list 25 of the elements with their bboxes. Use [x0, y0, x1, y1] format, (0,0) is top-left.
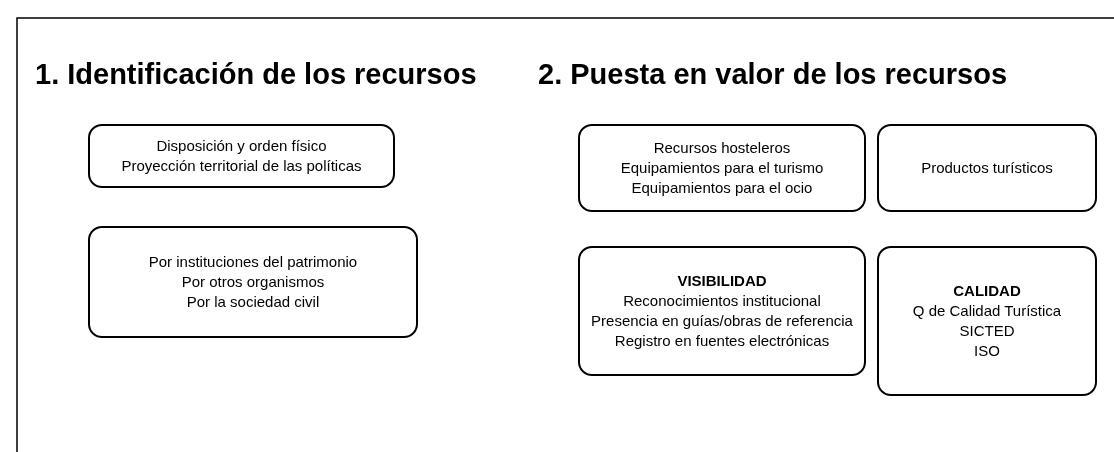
list-item: SICTED — [959, 321, 1015, 341]
list-item: Por la sociedad civil — [186, 292, 320, 312]
section-heading: 2. Puesta en valor de los recursos — [538, 58, 1008, 91]
rounded-box — [88, 124, 395, 188]
box-heading: CALIDAD — [953, 281, 1021, 301]
rounded-box — [578, 124, 866, 212]
list-item: Q de Calidad Turística — [912, 301, 1062, 321]
list-item: Por instituciones del patrimonio — [148, 252, 358, 272]
list-item: Productos turísticos — [921, 158, 1053, 178]
list-item: Equipamientos para el ocio — [631, 178, 813, 198]
rounded-box — [877, 246, 1097, 396]
list-item: ISO — [974, 341, 1000, 361]
list-item: Recursos hosteleros — [653, 138, 791, 158]
list-item: Reconocimientos institucional — [623, 291, 821, 311]
rounded-box — [877, 124, 1097, 212]
list-item: Presencia en guías/obras de referencia — [591, 311, 853, 331]
list-item: Por otros organismos — [181, 272, 325, 292]
list-item: Equipamientos para el turismo — [620, 158, 824, 178]
list-item: Disposición y orden físico — [156, 136, 327, 156]
section-heading: 1. Identificación de los recursos — [35, 58, 477, 91]
rounded-box — [88, 226, 418, 338]
box-heading: VISIBILIDAD — [677, 271, 767, 291]
rounded-box — [578, 246, 866, 376]
list-item: Registro en fuentes electrónicas — [614, 331, 830, 351]
list-item: Proyección territorial de las políticas — [121, 156, 362, 176]
